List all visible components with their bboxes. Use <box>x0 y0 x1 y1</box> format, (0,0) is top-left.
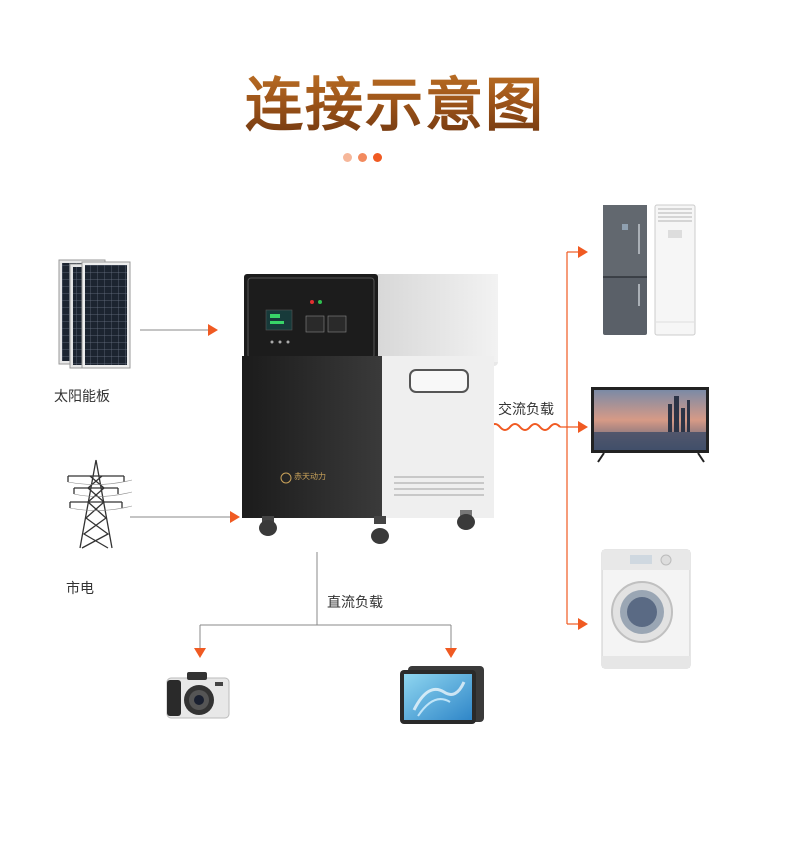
dc-load-label: 直流负载 <box>327 595 383 611</box>
power-tower-icon <box>67 459 132 549</box>
tv-icon <box>591 387 709 463</box>
solar-arrow-icon <box>208 324 218 336</box>
title-dots <box>343 153 383 163</box>
tablet-arrow-icon <box>445 648 457 658</box>
dot-light <box>343 153 352 162</box>
grid-arrow-icon <box>230 511 240 523</box>
fridge-arrow-icon <box>578 246 588 258</box>
page-title: 连接示意图 <box>0 58 790 142</box>
washer-arrow-icon <box>578 618 588 630</box>
camera-arrow-icon <box>194 648 206 658</box>
camera-icon <box>166 672 230 719</box>
washing-machine-icon <box>601 549 691 669</box>
grid-label: 市电 <box>66 581 94 597</box>
dot-dark <box>373 153 382 162</box>
tablet-icon <box>400 666 484 724</box>
dot-mid <box>358 153 367 162</box>
tv-arrow-icon <box>578 421 588 433</box>
ac-load-label: 交流负载 <box>498 402 554 418</box>
fridge-icon <box>603 205 647 335</box>
power-station-icon <box>242 274 498 544</box>
brand-label: 赤天动力 <box>294 472 326 481</box>
solar-label: 太阳能板 <box>54 389 110 405</box>
solar-panel-icon <box>58 259 131 369</box>
air-conditioner-icon <box>654 204 696 336</box>
ac-wavy-line <box>489 423 561 431</box>
